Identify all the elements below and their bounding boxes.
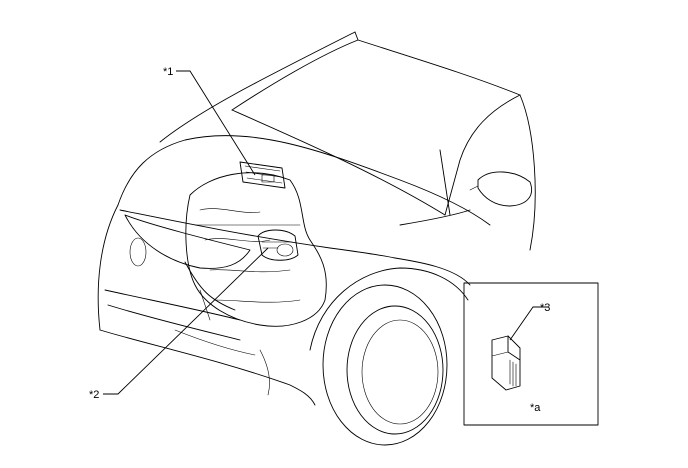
- callout-part-2: *2: [89, 389, 100, 401]
- part-2-module: [257, 229, 299, 261]
- inset-view-box: [463, 282, 599, 426]
- part-1-module: [239, 161, 286, 189]
- callout-part-1: *1: [163, 66, 174, 78]
- leader-lines: [103, 70, 548, 395]
- callout-part-3: *3: [540, 302, 551, 314]
- callout-view-a: *a: [530, 402, 541, 414]
- engine-compartment: [185, 172, 327, 327]
- car-body-outline: [97, 31, 536, 446]
